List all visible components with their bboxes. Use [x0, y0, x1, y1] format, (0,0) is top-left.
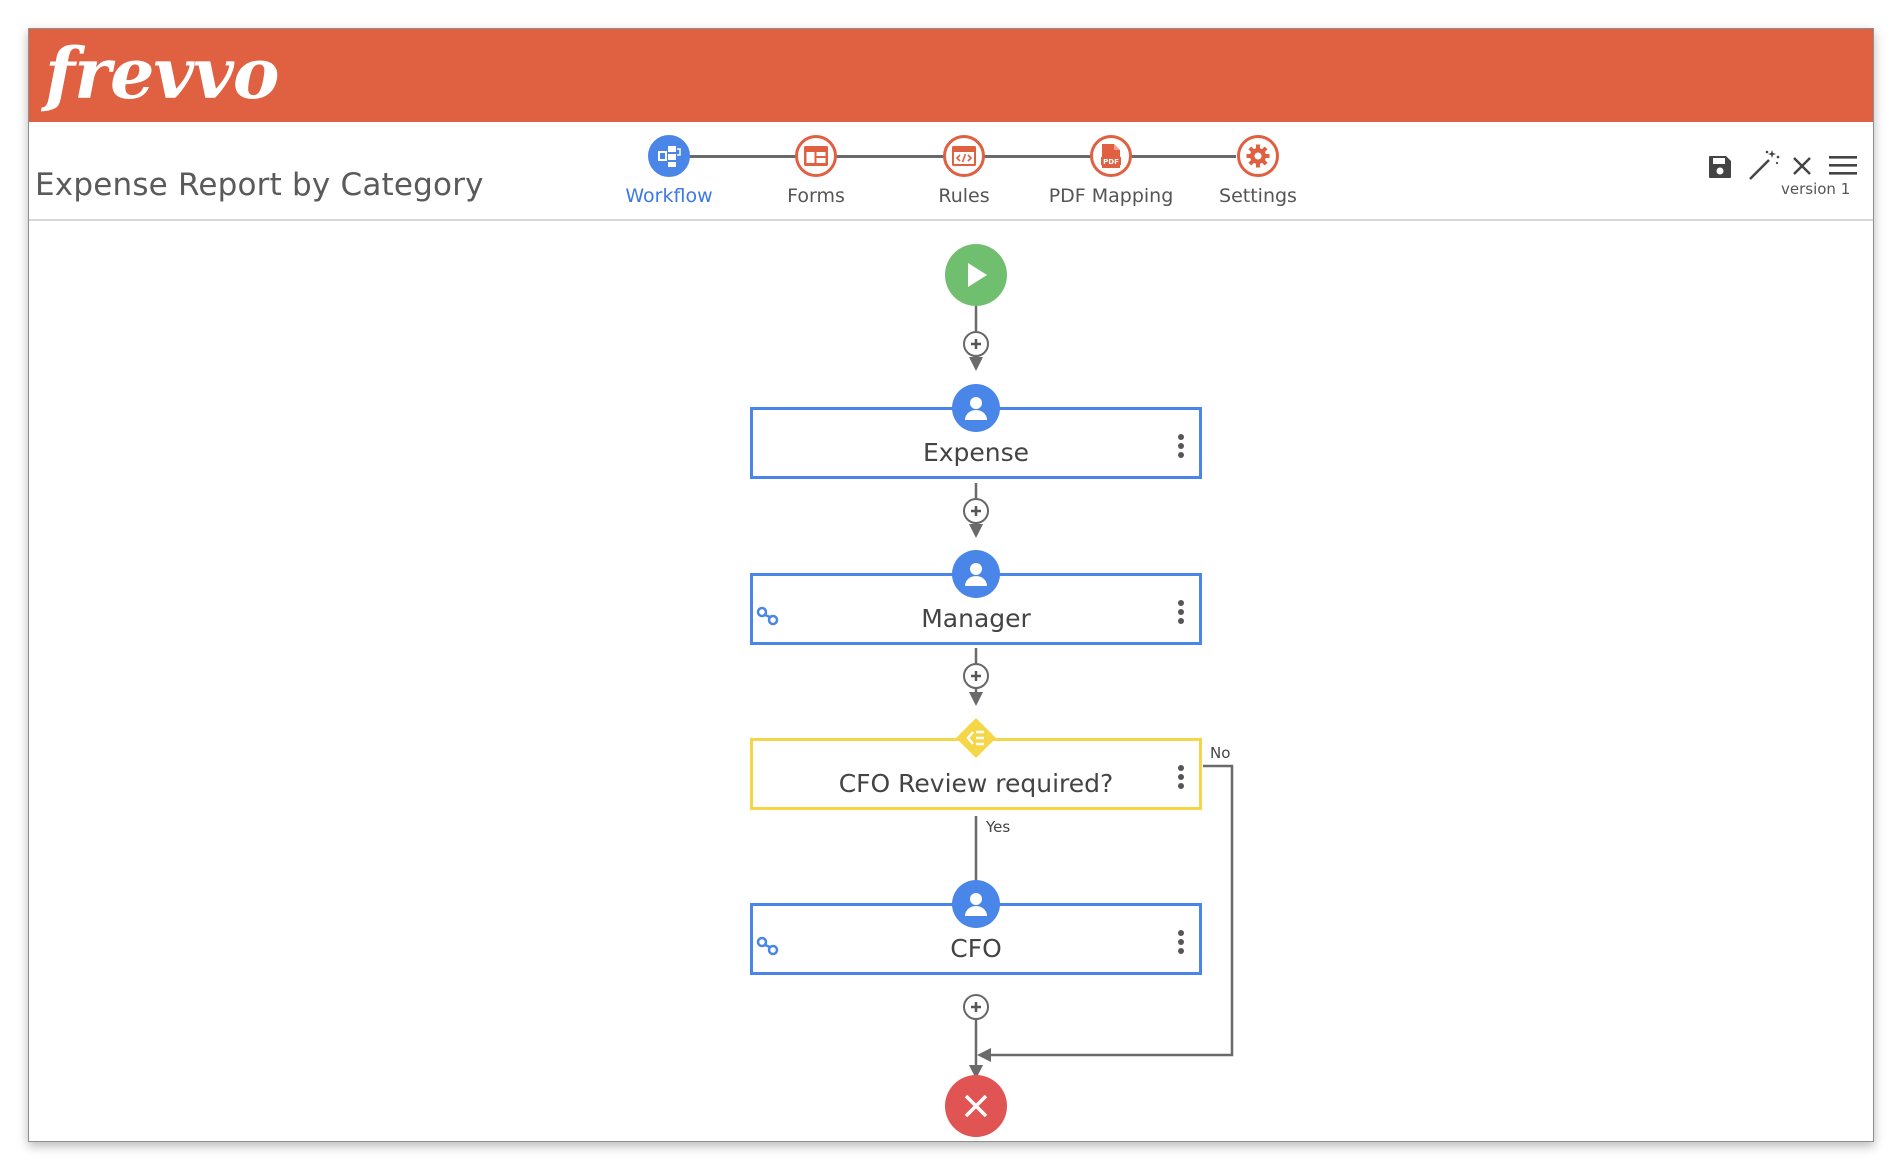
- brand-bar: frevvo: [29, 29, 1873, 122]
- rules-icon: [943, 135, 985, 177]
- close-icon: [964, 1094, 988, 1118]
- plus-icon: [971, 671, 981, 681]
- app-window: frevvo Expense Report by Category Workfl…: [28, 28, 1874, 1142]
- page-title: Expense Report by Category: [35, 167, 484, 203]
- user-icon: [952, 384, 1000, 432]
- workflow-node-decision[interactable]: CFO Review required?: [750, 738, 1202, 810]
- user-icon: [952, 880, 1000, 928]
- forms-icon: [795, 135, 837, 177]
- tab-forms[interactable]: Forms: [741, 135, 891, 207]
- node-menu-button[interactable]: [1177, 434, 1185, 462]
- add-step-button[interactable]: [963, 663, 989, 689]
- save-icon[interactable]: [1707, 154, 1733, 184]
- node-label: Expense: [922, 438, 1030, 467]
- tab-workflow[interactable]: Workflow: [594, 135, 744, 207]
- menu-icon[interactable]: [1829, 154, 1857, 180]
- workflow-icon: [648, 135, 690, 177]
- gear-icon: [1237, 135, 1279, 177]
- add-step-button[interactable]: [963, 498, 989, 524]
- play-icon: [968, 263, 987, 287]
- flow-connectors: [969, 296, 1234, 1079]
- user-icon: [952, 550, 1000, 598]
- workflow-node-manager[interactable]: Manager: [750, 573, 1202, 645]
- tab-pdf-mapping-label: PDF Mapping: [1048, 185, 1174, 207]
- edge-label-no: No: [1210, 744, 1231, 762]
- node-label: CFO Review required?: [838, 769, 1114, 798]
- tab-rules[interactable]: Rules: [889, 135, 1039, 207]
- start-node[interactable]: [945, 244, 1007, 306]
- svg-text:PDF: PDF: [1103, 158, 1119, 166]
- node-label: CFO: [950, 934, 1002, 963]
- node-label: Manager: [921, 604, 1031, 633]
- tab-workflow-label: Workflow: [625, 185, 713, 207]
- magic-wand-icon[interactable]: [1747, 148, 1781, 186]
- decision-icon: [956, 718, 996, 758]
- tab-forms-label: Forms: [787, 185, 845, 207]
- plus-icon: [971, 1002, 981, 1012]
- edge-label-yes: Yes: [986, 818, 1011, 836]
- node-menu-button[interactable]: [1177, 600, 1185, 628]
- node-menu-button[interactable]: [1177, 765, 1185, 793]
- designer-header: Expense Report by Category Workflow: [29, 122, 1873, 221]
- tab-settings-label: Settings: [1219, 185, 1297, 207]
- tab-settings[interactable]: Settings: [1183, 135, 1333, 207]
- link-icon[interactable]: [756, 606, 780, 630]
- end-node[interactable]: [945, 1075, 1007, 1137]
- plus-icon: [971, 339, 981, 349]
- plus-icon: [971, 506, 981, 516]
- tab-rules-label: Rules: [938, 185, 990, 207]
- tab-pdf-mapping[interactable]: PDF PDF Mapping: [1036, 135, 1186, 207]
- version-label: version 1: [1781, 180, 1851, 198]
- node-menu-button[interactable]: [1177, 930, 1185, 958]
- close-icon[interactable]: [1791, 155, 1813, 181]
- link-icon[interactable]: [756, 936, 780, 960]
- frevvo-logo: frevvo: [45, 32, 280, 115]
- add-step-button[interactable]: [963, 994, 989, 1020]
- add-step-button[interactable]: [963, 331, 989, 357]
- pdf-icon: PDF: [1090, 135, 1132, 177]
